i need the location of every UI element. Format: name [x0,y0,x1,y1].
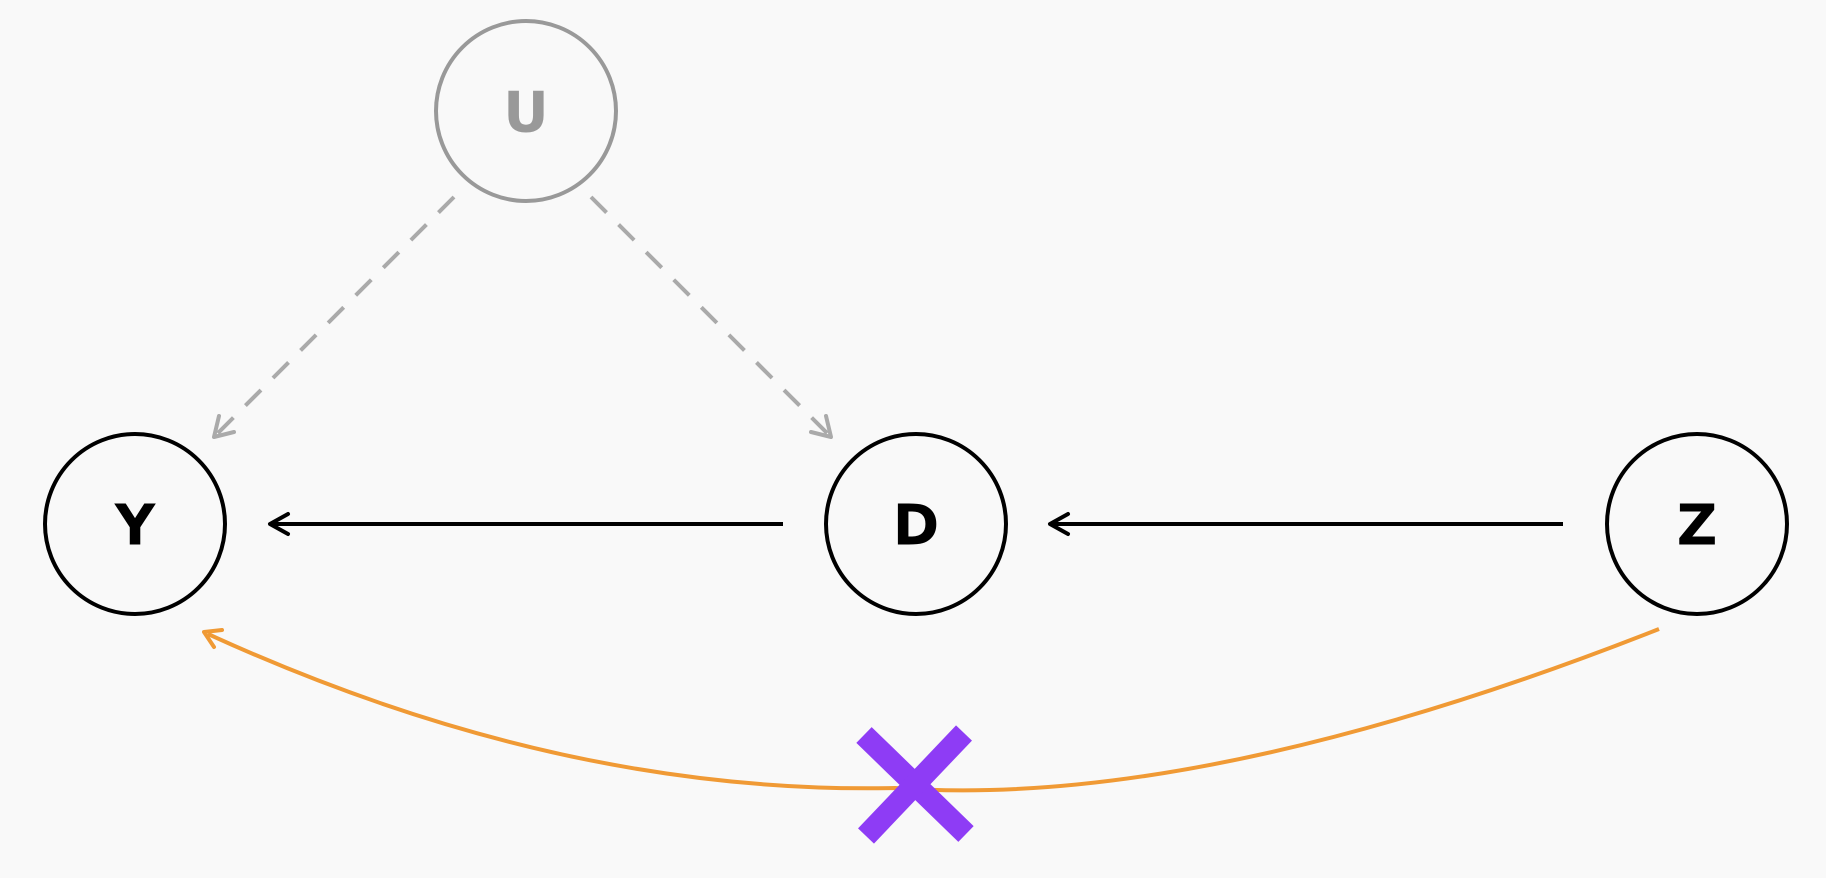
edge-z-to-d [1048,512,1563,536]
edge-z-to-y-curved [202,627,1660,793]
node-z-label: Z [1677,494,1718,559]
edge-d-to-y [268,512,783,536]
edge-u-to-y [212,195,456,439]
node-u: U [434,19,618,203]
node-y: Y [43,432,227,616]
node-d-label: D [893,494,939,559]
edge-u-to-d [589,195,833,439]
node-y-label: Y [114,494,157,559]
node-u-label: U [503,81,548,146]
node-z: Z [1605,432,1789,616]
node-d: D [824,432,1008,616]
cross-icon [856,725,974,844]
